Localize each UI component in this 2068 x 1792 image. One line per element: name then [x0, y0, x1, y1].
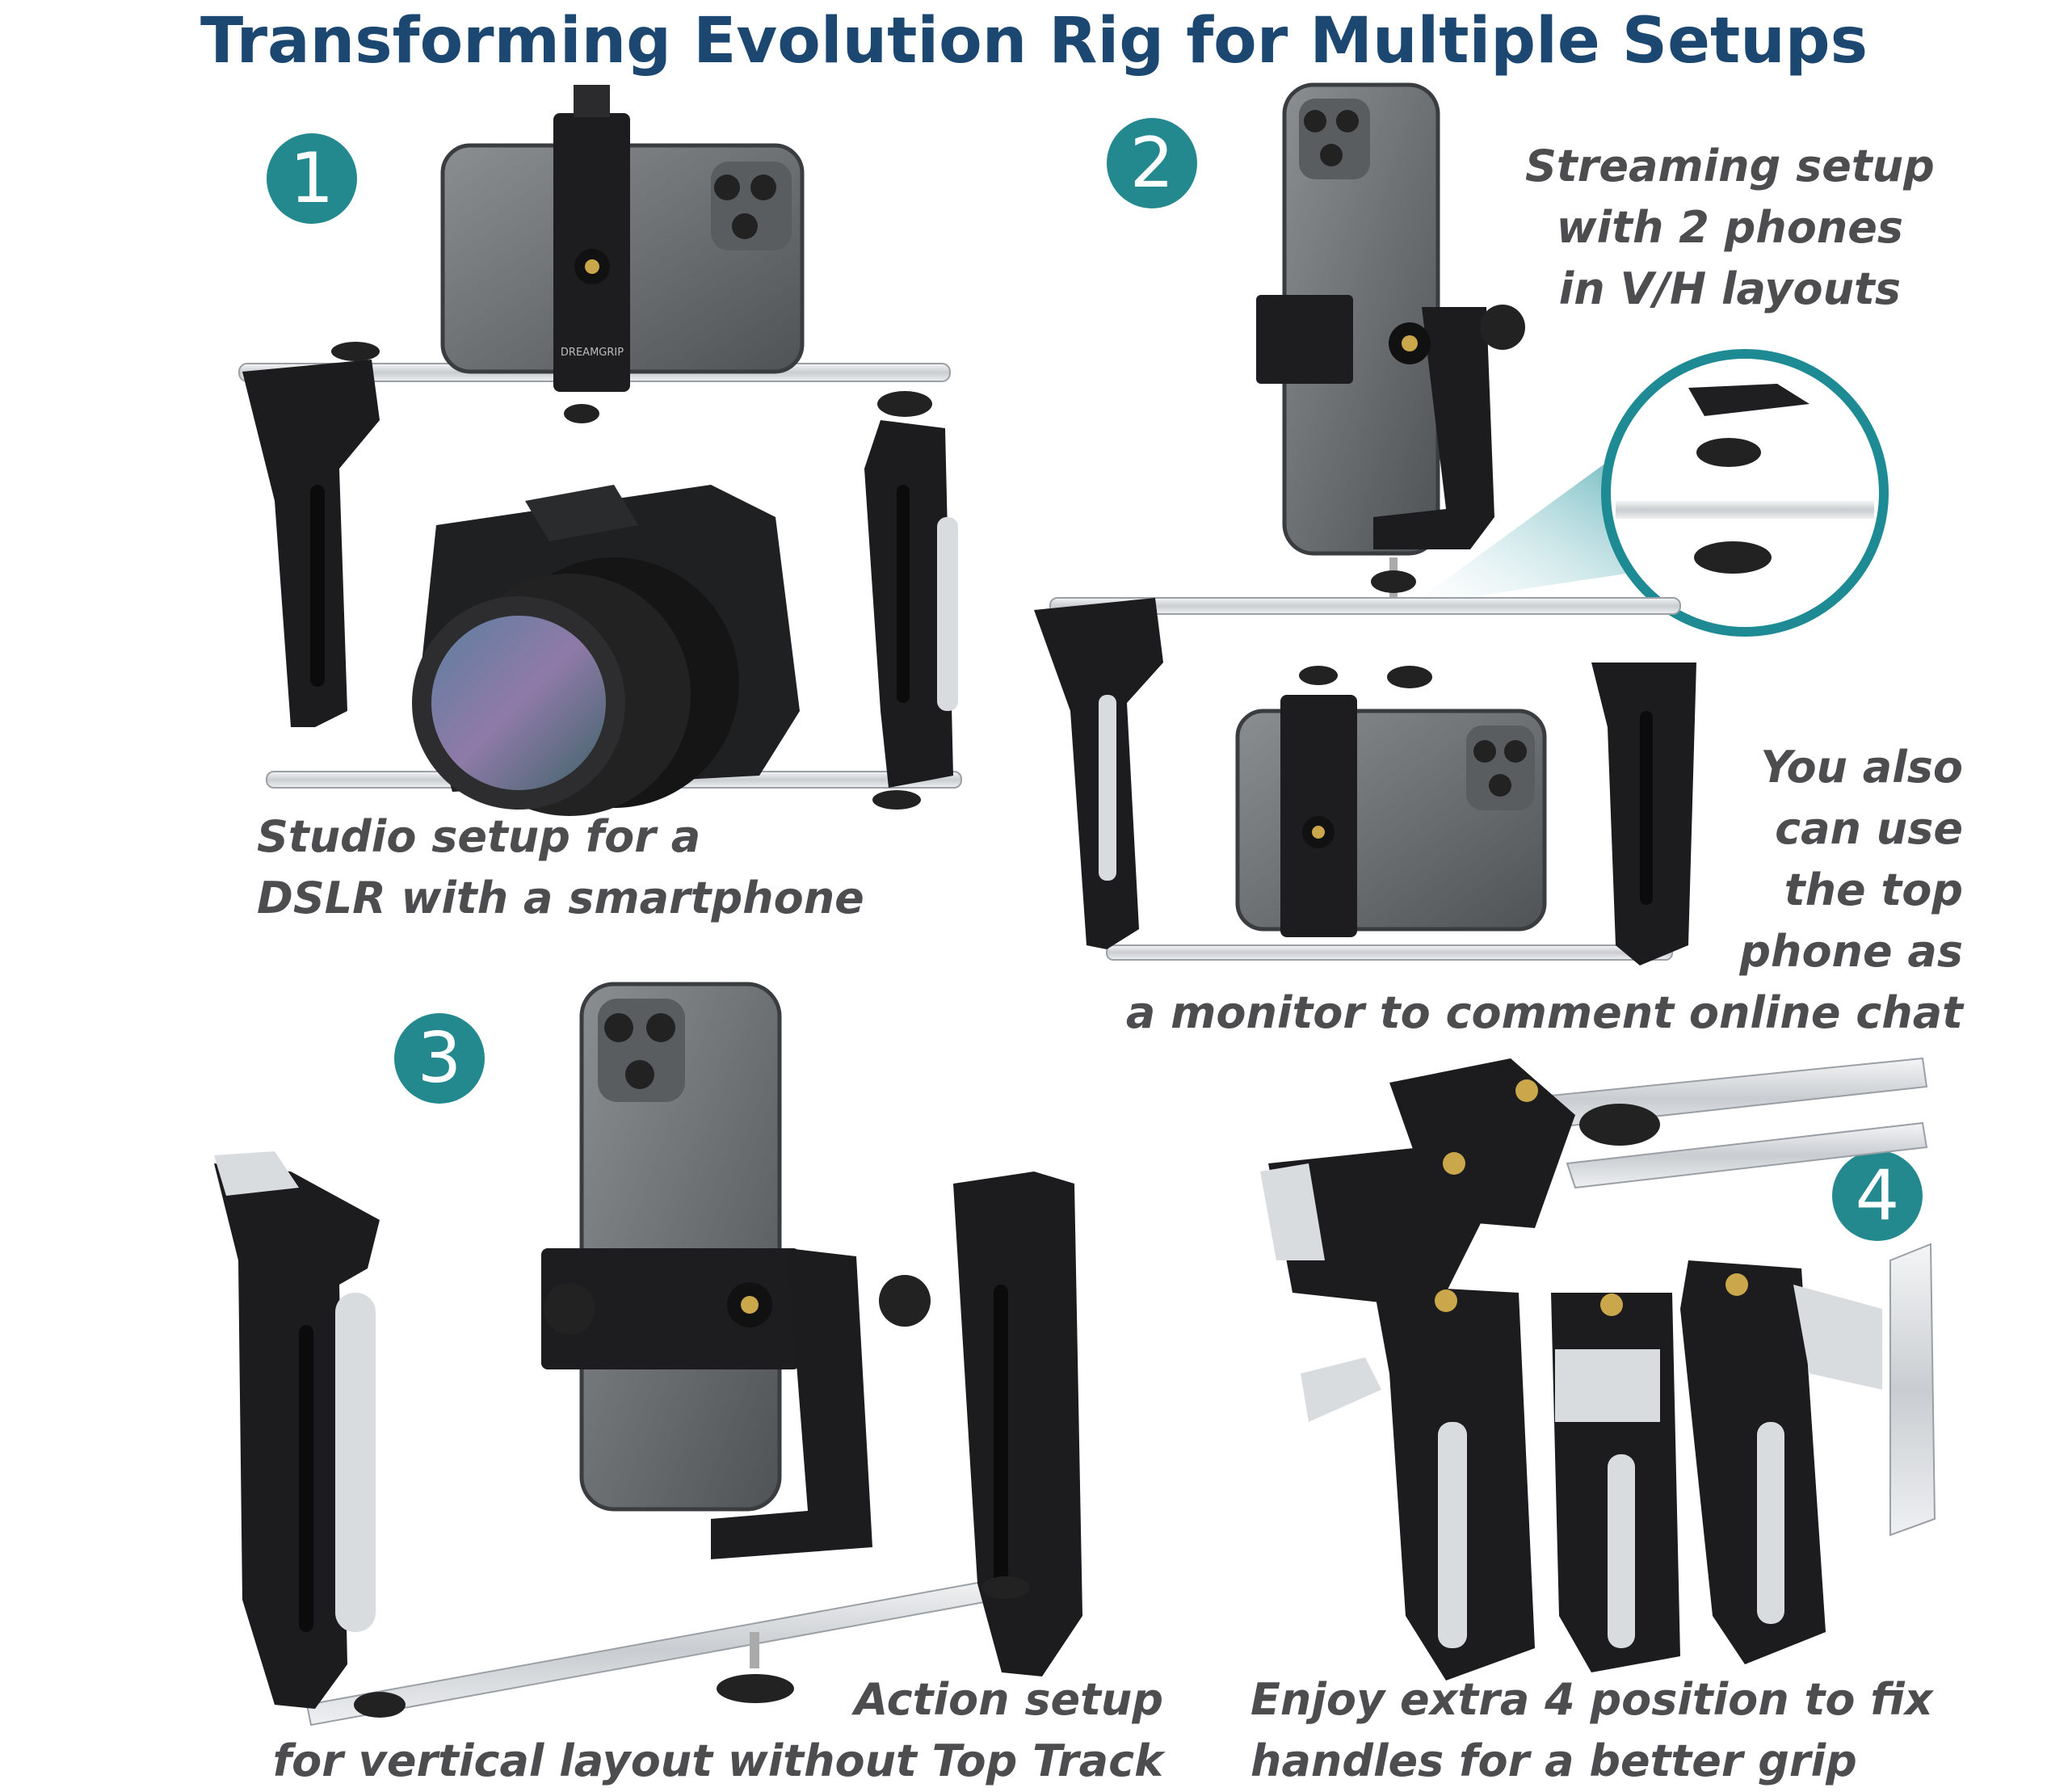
caption-line: phone as [1739, 926, 1963, 977]
setup-2-illustration [1034, 82, 1889, 965]
caption-line: Studio setup for a [257, 811, 701, 862]
caption-line: Streaming setup [1525, 141, 1935, 191]
setup-1-illustration: DREAMGRIP [238, 85, 962, 816]
caption-line: can use [1775, 803, 1963, 854]
caption-setup-2: Streaming setup with 2 phones in V/H lay… [1525, 136, 1935, 320]
caption-line: DSLR with a smartphone [257, 873, 864, 923]
step-badge-2: 2 [1107, 118, 1197, 208]
caption-setup-2-monitor: You also can use the top phone as a moni… [1126, 737, 1963, 1044]
caption-line: You also [1760, 742, 1963, 793]
caption-line: with 2 phones [1556, 202, 1903, 253]
caption-line: in V/H layouts [1558, 263, 1901, 314]
step-badge-3: 3 [394, 1013, 485, 1104]
caption-setup-1: Studio setup for a DSLR with a smartphon… [257, 806, 864, 929]
caption-line: for vertical layout without Top Track [272, 1735, 1163, 1786]
caption-setup-4: Enjoy extra 4 position to fix handles fo… [1250, 1669, 1933, 1792]
caption-line: the top [1784, 864, 1963, 915]
page-title: Transforming Evolution Rig for Multiple … [200, 5, 1868, 78]
caption-setup-3: Action setup for vertical layout without… [273, 1669, 1163, 1792]
caption-line: Enjoy extra 4 position to fix [1250, 1674, 1933, 1725]
caption-line: Action setup [854, 1674, 1163, 1725]
caption-line: a monitor to comment online chat [1125, 987, 1963, 1038]
step-badge-4: 4 [1832, 1150, 1923, 1241]
knob-icon [1480, 305, 1525, 350]
setup-3-illustration [214, 982, 1082, 1727]
svg-text:DREAMGRIP: DREAMGRIP [561, 347, 624, 359]
setup-4-illustration [1260, 1057, 1936, 1681]
caption-line: handles for a better grip [1250, 1735, 1857, 1786]
step-badge-1: 1 [267, 133, 357, 224]
